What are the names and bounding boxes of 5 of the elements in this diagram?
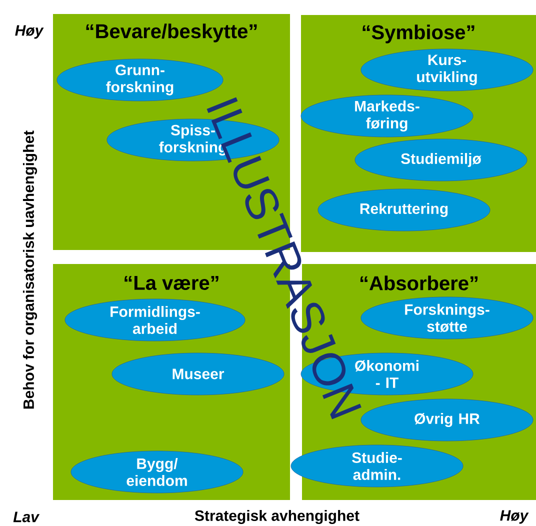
axis-end-label: Lav xyxy=(13,512,40,522)
axis-end-label: Høy xyxy=(500,510,529,524)
axis-title: Strategisk avhengighet xyxy=(194,510,360,524)
axis-title: Behov for organisatorisk uavhengighet xyxy=(22,130,38,409)
axis-end-label: Høy xyxy=(15,25,44,39)
